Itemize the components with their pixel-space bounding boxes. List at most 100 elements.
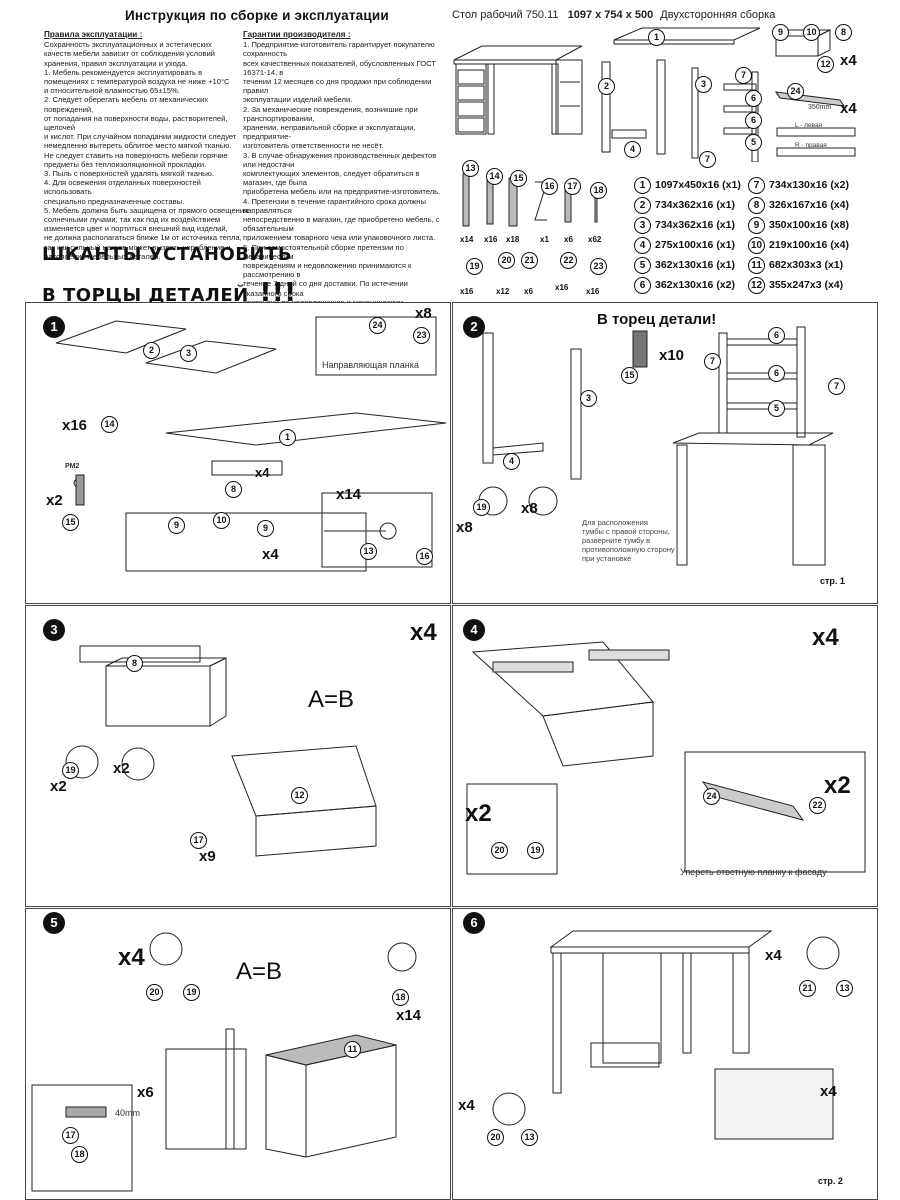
step-1-x8: x8 xyxy=(415,305,432,322)
hardware-20-callout-s5: 20 xyxy=(146,984,163,1001)
guarantee-text-line: течение 7 дней со дня доставки. По истеч… xyxy=(243,279,408,298)
part-number: 1 xyxy=(634,176,651,194)
part-number: 11 xyxy=(748,256,765,274)
step-1-x2: x2 xyxy=(46,492,63,509)
guarantee-text-line: непосредственно в магазин, где приобрете… xyxy=(243,215,440,234)
guarantee-text-line: 4. Претензии в течение гарантийного срок… xyxy=(243,196,426,215)
end-face-note: В торец детали! xyxy=(597,311,717,328)
part-5-callout-s2: 5 xyxy=(768,400,785,417)
hardware-19-callout-s2: 19 xyxy=(473,499,490,516)
orientation-note-line: Для расположения xyxy=(582,518,648,527)
rules-text-line: 4. Для освежения отделанных поверхностей… xyxy=(44,178,201,197)
page-number-2: стр. 2 xyxy=(818,1176,843,1186)
part-number: 12 xyxy=(748,276,765,294)
part-3-callout-s2: 3 xyxy=(580,390,597,407)
part-dimensions: 734х130х16 (х2) xyxy=(769,179,849,191)
part-7-callout-s2: 7 xyxy=(704,353,721,370)
part-number: 2 xyxy=(634,196,651,214)
step-1-illustration xyxy=(55,316,447,572)
step-4-x2b: x2 xyxy=(824,772,851,799)
part-dimensions: 350х100х16 (х8) xyxy=(769,219,849,231)
step-6-x4a: x4 xyxy=(765,947,782,964)
runner-right-label: R - правая xyxy=(795,142,827,149)
hardware-19-callout-s5: 19 xyxy=(183,984,200,1001)
drill-label: РМ2 xyxy=(65,463,80,470)
step-1-panel xyxy=(25,302,451,604)
product-name: Стол рабочий 750.11 xyxy=(452,9,559,21)
hardware-number: 19 xyxy=(466,258,483,275)
orientation-note-line: тумбы с правой стороны, xyxy=(582,527,670,536)
part-6b-callout-s2: 6 xyxy=(768,365,785,382)
hardware-qty: x14 xyxy=(460,235,474,244)
runner-left-label: L - левая xyxy=(795,122,823,129)
part-number: 7 xyxy=(748,176,765,194)
hardware-19-callout-s3: 19 xyxy=(62,762,79,779)
hardware-qty: x12 xyxy=(496,287,510,296)
step-6-illustration xyxy=(492,930,840,1140)
part-9-callout-s1: 9 xyxy=(168,517,185,534)
page-number-1: стр. 1 xyxy=(820,576,845,586)
step-2-x10: x10 xyxy=(659,347,685,364)
part-dimensions: 326х167х16 (х4) xyxy=(769,199,849,211)
hardware-13b-callout-s6: 13 xyxy=(521,1129,538,1146)
part-4-callout: 4 xyxy=(624,141,641,158)
rules-text-line: немедленно вытереть облитое место мягкой… xyxy=(44,141,232,151)
hardware-number: 13 xyxy=(462,160,479,177)
part-9-callout: 9 xyxy=(772,24,789,41)
part-8-callout-s3: 8 xyxy=(126,655,143,672)
part-7b-callout: 7 xyxy=(699,151,716,168)
part-10-callout-s1: 10 xyxy=(213,512,230,529)
part-7b-callout-s2: 7 xyxy=(828,378,845,395)
part-number: 8 xyxy=(748,196,765,214)
part-number: 10 xyxy=(748,236,765,254)
rules-text-line: так как сильный нагрев может вызвать кор… xyxy=(44,242,231,252)
guide-bar-caption: Направляющая планка xyxy=(322,360,419,370)
hardware-13-callout-s1: 13 xyxy=(360,543,377,560)
step-5-x4: x4 xyxy=(118,944,145,971)
guarantee-text-line: приобретена мебель или на предприятие-из… xyxy=(243,187,441,197)
step-6-x4b: x4 xyxy=(820,1083,837,1100)
step-1-x4-shelf: x4 xyxy=(255,465,270,480)
runner-qty: x4 xyxy=(840,100,857,117)
drawer-kit-qty: x4 xyxy=(840,52,857,69)
orientation-note-line: разверните тумбу в xyxy=(582,536,651,545)
rules-text-line: 2. Следует оберегать мебель от механичес… xyxy=(44,95,209,114)
step-4-x4: x4 xyxy=(812,624,839,651)
part-1-callout: 1 xyxy=(648,29,665,46)
hardware-24-callout-s4: 24 xyxy=(703,788,720,805)
step-1-number: 1 xyxy=(43,316,65,338)
hardware-13-callout-s6: 13 xyxy=(836,980,853,997)
part-12-callout-s3: 12 xyxy=(291,787,308,804)
step-2-x8a: x8 xyxy=(456,519,473,536)
part-6-callout-s2: 6 xyxy=(768,327,785,344)
hardware-17-callout-s3: 17 xyxy=(190,832,207,849)
step-4-caption: Упереть ответную планку к фасаду xyxy=(680,867,827,877)
step-3-number: 3 xyxy=(43,619,65,641)
rules-text-line: хранения, правил эксплуатации и ухода. xyxy=(44,58,188,68)
part-number: 9 xyxy=(748,216,765,234)
part-number: 6 xyxy=(634,276,651,294)
part-8-callout: 8 xyxy=(835,24,852,41)
step-2-number: 2 xyxy=(463,316,485,338)
parts-list-column-2: 7 734х130х16 (х2) 8 326х167х16 (х4) 9 350х100… xyxy=(748,175,849,295)
hardware-20-callout-s6: 20 xyxy=(487,1129,504,1146)
step-3-illustration xyxy=(65,645,377,857)
part-12-callout: 12 xyxy=(817,56,834,73)
hardware-17-callout-s5: 17 xyxy=(62,1127,79,1144)
part-6b-callout: 6 xyxy=(745,112,762,129)
step-4-number: 4 xyxy=(463,619,485,641)
step-5-x6: x6 xyxy=(137,1084,154,1101)
part-6-callout: 6 xyxy=(745,90,762,107)
guarantee-text-line: повреждениям и недовложению принимаются … xyxy=(243,261,412,280)
hardware-number: 17 xyxy=(564,178,581,195)
runner-length: 350mm xyxy=(808,104,832,111)
rules-heading: Правила эксплуатации : xyxy=(44,30,143,39)
part-10-callout: 10 xyxy=(803,24,820,41)
step-3-x2b: x2 xyxy=(113,760,130,777)
hardware-18b-callout-s5: 18 xyxy=(71,1146,88,1163)
guarantee-text-line: изготовитель ответственности не несёт. xyxy=(243,141,384,151)
part-3-callout: 3 xyxy=(695,76,712,93)
